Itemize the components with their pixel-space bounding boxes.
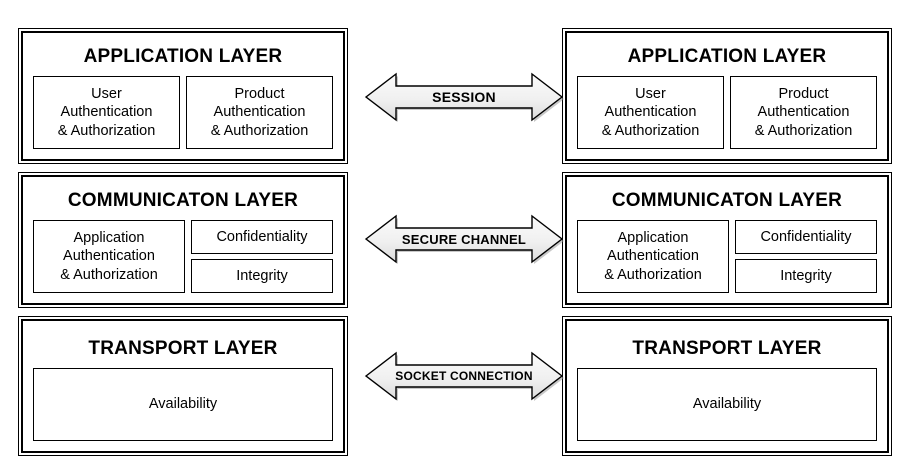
component-confidentiality-right[interactable]: Confidentiality <box>735 219 877 254</box>
layer-body: Application Authentication & Authorizati… <box>33 214 333 294</box>
layer-title-application-right: APPLICATION LAYER <box>627 46 827 67</box>
component-integrity-left[interactable]: Integrity <box>191 258 333 294</box>
component-product-authentication-left[interactable]: Product Authentication & Authorization <box>186 75 333 149</box>
layer-title-application-left: APPLICATION LAYER <box>83 46 283 67</box>
connector-session[interactable]: SESSION <box>364 69 564 125</box>
layer-body: User Authentication & Authorization Prod… <box>577 70 877 149</box>
layer-body: Application Authentication & Authorizati… <box>577 214 877 294</box>
layer-inner-frame: APPLICATION LAYER User Authentication & … <box>21 31 345 161</box>
layer-panel-application-left[interactable]: APPLICATION LAYER User Authentication & … <box>18 28 348 164</box>
layer-body: User Authentication & Authorization Prod… <box>33 70 333 149</box>
component-availability-right[interactable]: Availability <box>577 367 877 441</box>
layer-panel-communication-left[interactable]: COMMUNICATON LAYER Application Authentic… <box>18 172 348 308</box>
layer-body: Availability <box>577 362 877 441</box>
layer-inner-frame: TRANSPORT LAYER Availability <box>21 319 345 453</box>
double-headed-arrow-icon <box>364 72 564 122</box>
component-integrity-right[interactable]: Integrity <box>735 258 877 294</box>
component-confidentiality-left[interactable]: Confidentiality <box>191 219 333 254</box>
component-application-authentication-right[interactable]: Application Authentication & Authorizati… <box>577 219 729 293</box>
layer-panel-transport-right[interactable]: TRANSPORT LAYER Availability <box>562 316 892 456</box>
layer-inner-frame: COMMUNICATON LAYER Application Authentic… <box>21 175 345 305</box>
double-headed-arrow-icon <box>364 351 564 401</box>
component-product-authentication-right[interactable]: Product Authentication & Authorization <box>730 75 877 149</box>
component-availability-left[interactable]: Availability <box>33 367 333 441</box>
component-group-confidentiality-integrity-left: Confidentiality Integrity <box>191 219 333 294</box>
layer-body: Availability <box>33 362 333 441</box>
layer-title-communication-right: COMMUNICATON LAYER <box>611 190 843 211</box>
connector-secure-channel[interactable]: SECURE CHANNEL <box>364 211 564 267</box>
layer-title-transport-right: TRANSPORT LAYER <box>632 338 822 359</box>
layer-inner-frame: APPLICATION LAYER User Authentication & … <box>565 31 889 161</box>
layer-panel-transport-left[interactable]: TRANSPORT LAYER Availability <box>18 316 348 456</box>
layer-panel-communication-right[interactable]: COMMUNICATON LAYER Application Authentic… <box>562 172 892 308</box>
component-user-authentication-right[interactable]: User Authentication & Authorization <box>577 75 724 149</box>
layer-title-communication-left: COMMUNICATON LAYER <box>67 190 299 211</box>
double-headed-arrow-icon <box>364 214 564 264</box>
component-group-confidentiality-integrity-right: Confidentiality Integrity <box>735 219 877 294</box>
component-application-authentication-left[interactable]: Application Authentication & Authorizati… <box>33 219 185 293</box>
connector-socket-connection[interactable]: SOCKET CONNECTION <box>364 348 564 404</box>
endpoint-right-stack: APPLICATION LAYER User Authentication & … <box>562 28 892 456</box>
layer-title-transport-left: TRANSPORT LAYER <box>88 338 278 359</box>
endpoint-left-stack: APPLICATION LAYER User Authentication & … <box>18 28 348 456</box>
layer-inner-frame: TRANSPORT LAYER Availability <box>565 319 889 453</box>
layer-inner-frame: COMMUNICATON LAYER Application Authentic… <box>565 175 889 305</box>
layer-panel-application-right[interactable]: APPLICATION LAYER User Authentication & … <box>562 28 892 164</box>
component-user-authentication-left[interactable]: User Authentication & Authorization <box>33 75 180 149</box>
